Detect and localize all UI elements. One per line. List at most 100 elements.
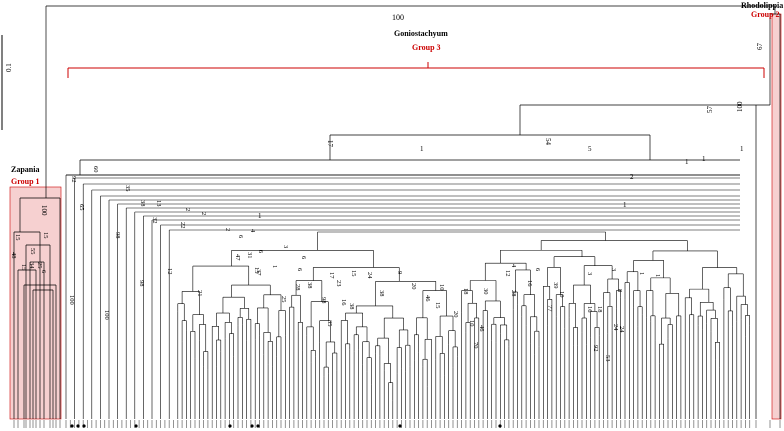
- support-value: 98: [114, 232, 121, 239]
- support-value: 38: [139, 200, 146, 207]
- support-value: 1: [638, 272, 645, 275]
- support-value: 4: [249, 229, 256, 233]
- support-value: 18: [596, 306, 603, 313]
- support-value: 38: [348, 303, 355, 310]
- zapania-name: Zapania: [11, 165, 39, 174]
- support-value: 30: [482, 288, 489, 295]
- support-value: 98: [320, 297, 327, 304]
- rhodolippia-name: Rhodolippia: [741, 1, 783, 10]
- support-value: 100: [68, 295, 75, 305]
- support-value: 23: [335, 280, 342, 287]
- support-value: 6: [300, 256, 307, 260]
- support-1b: 1: [685, 158, 689, 166]
- zapania-support-value: 34: [28, 262, 35, 269]
- support-value: 98: [138, 280, 145, 287]
- zapania-support-value: 6: [40, 270, 47, 274]
- zapania-support-value: 15: [20, 264, 27, 271]
- support-value: 3: [282, 245, 289, 248]
- support-value: 92: [592, 345, 599, 352]
- support-value: 53: [604, 355, 611, 362]
- support-value: 77: [546, 305, 553, 312]
- support-value: 100: [103, 310, 110, 320]
- support-value: 28: [294, 284, 301, 291]
- support-value: 24: [612, 324, 619, 331]
- zapania-support-value: 48: [10, 252, 17, 259]
- support-value: 10: [468, 320, 475, 327]
- support-2: 2: [630, 173, 634, 181]
- support-value: 6: [534, 268, 541, 272]
- support-value: 13: [155, 200, 162, 207]
- zapania-subtree: [13, 197, 61, 419]
- support-value: 39: [552, 282, 559, 289]
- support-value: 15: [350, 270, 357, 277]
- support-value: 70: [472, 342, 479, 349]
- support-value: 60: [92, 166, 99, 173]
- support-100-node: 100: [736, 101, 744, 112]
- support-value: 22: [179, 222, 186, 229]
- support-value: 31: [246, 252, 253, 259]
- support-value: 4: [510, 264, 517, 268]
- goniostachyum-name: Goniostachyum: [394, 29, 448, 38]
- zapania-support-value: 15: [42, 232, 49, 239]
- support-value: 28: [510, 290, 517, 297]
- support-value: 37: [255, 269, 262, 276]
- tip-marks: [13, 420, 781, 428]
- support-value: 47: [234, 254, 241, 261]
- support-17: 17: [326, 140, 334, 148]
- support-value: 2: [200, 212, 207, 215]
- support-value: 65: [78, 204, 85, 211]
- support-1d: 1: [258, 212, 262, 220]
- group3-bracket: [67, 62, 765, 78]
- support-value: 1: [271, 265, 278, 268]
- support-value: 1: [654, 274, 661, 277]
- zapania-support-value: 15: [14, 234, 21, 241]
- zapania-support-100: 100: [40, 205, 48, 216]
- support-value: 38: [306, 282, 313, 289]
- support-value: 46: [478, 325, 485, 332]
- support-value: 10: [438, 284, 445, 291]
- support-value: 12: [504, 270, 511, 277]
- support-value: 2: [224, 228, 231, 231]
- support-value: 10: [558, 291, 565, 298]
- goniostachyum-subtree: [65, 174, 751, 419]
- support-value: 92: [70, 176, 77, 183]
- zapania-support-value: 25: [36, 262, 43, 269]
- support-57: 57: [706, 106, 714, 114]
- support-value: 21: [196, 290, 203, 297]
- zapania-highlight: [9, 186, 62, 420]
- support-value: 20: [410, 283, 417, 290]
- support-value: 16: [526, 280, 533, 287]
- support-value: 32: [151, 217, 158, 224]
- support-value: 3: [586, 272, 593, 275]
- support-value: 9: [396, 271, 403, 274]
- support-value: 3: [610, 268, 617, 271]
- support-1e: 1: [702, 155, 706, 163]
- zapania-support-value: 55: [29, 248, 36, 255]
- support-value: 16: [340, 299, 347, 306]
- support-value: 20: [452, 311, 459, 318]
- support-value: 6: [237, 235, 244, 239]
- rhodolippia-support: 67: [756, 43, 764, 51]
- support-value: 17: [328, 272, 335, 279]
- support-value: 6: [257, 250, 264, 254]
- support-value: 2: [184, 208, 191, 211]
- support-value: 8: [616, 289, 623, 292]
- support-5: 5: [588, 145, 592, 153]
- support-value: 46: [424, 295, 431, 302]
- support-value: 25: [280, 296, 287, 303]
- support-value: 16: [586, 306, 593, 313]
- support-1c: 1: [623, 201, 627, 209]
- support-value: 12: [166, 268, 173, 275]
- scale-bar-label: 0.1: [5, 63, 13, 72]
- support-value: 35: [124, 185, 131, 192]
- support-54: 54: [544, 138, 552, 146]
- support-value: 13: [253, 267, 260, 274]
- support-value: 38: [378, 290, 385, 297]
- goniostachyum-support: 100: [392, 13, 404, 22]
- support-value: 15: [434, 302, 441, 309]
- group3-label: Group 3: [412, 43, 441, 52]
- rhodolippia-group: Group 2: [751, 10, 780, 19]
